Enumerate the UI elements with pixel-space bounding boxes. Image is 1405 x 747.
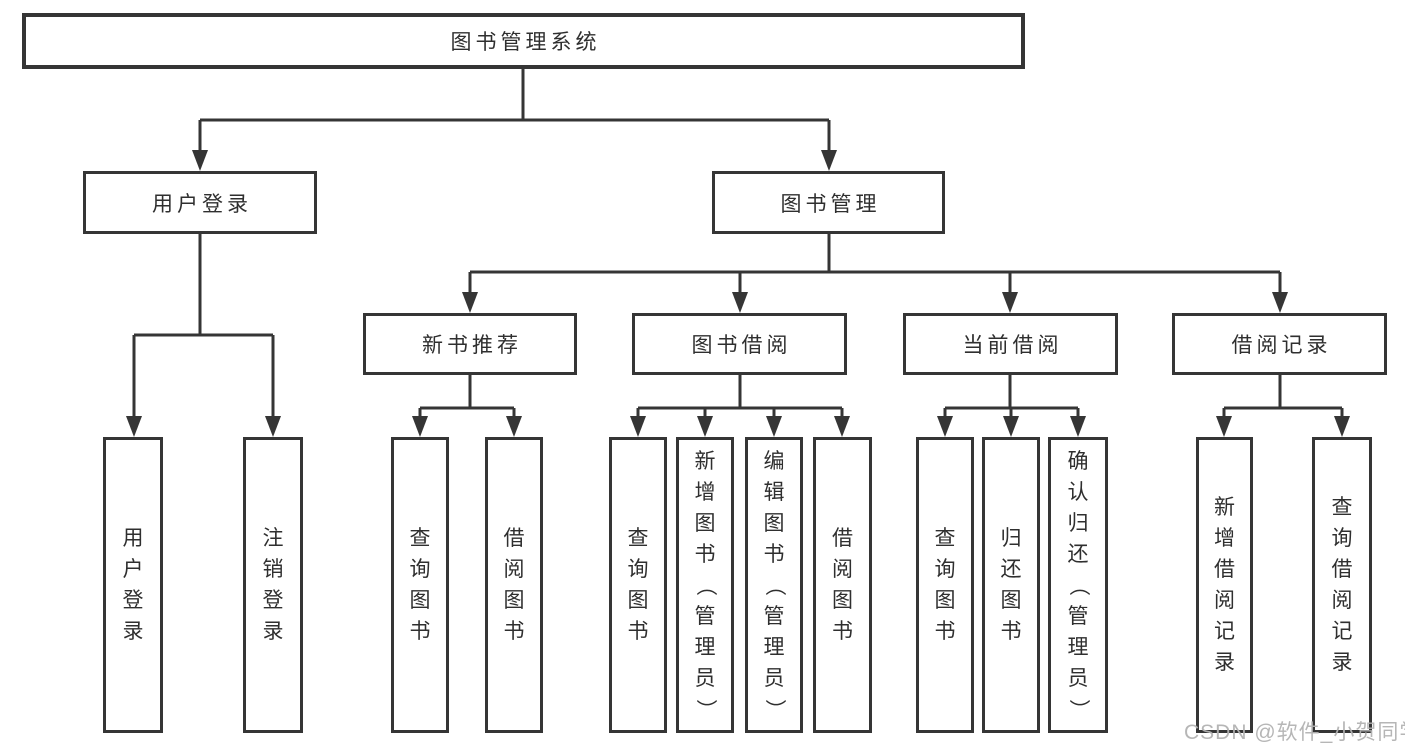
leaf-label: 新增图书（管理员） xyxy=(693,449,717,720)
leaf-label: 编辑图书（管理员） xyxy=(762,449,786,720)
leaf-user-login: 用户登录 xyxy=(103,437,163,733)
node-book-management: 图书管理 xyxy=(712,171,945,234)
node-current-borrow: 当前借阅 xyxy=(903,313,1118,375)
leaf-bb-query-books: 查询图书 xyxy=(609,437,667,733)
leaf-br-add-borrow-record: 新增借阅记录 xyxy=(1196,437,1253,733)
node-label: 当前借阅 xyxy=(962,334,1063,357)
leaf-bb-borrow-books: 借阅图书 xyxy=(813,437,872,733)
leaf-label: 查询图书 xyxy=(934,527,956,643)
leaf-logout: 注销登录 xyxy=(243,437,303,733)
leaf-label: 归还图书 xyxy=(1000,527,1022,643)
leaf-label: 用户登录 xyxy=(122,527,144,643)
leaf-label: 注销登录 xyxy=(262,527,284,643)
node-label: 图书管理 xyxy=(780,192,881,216)
leaf-label: 查询图书 xyxy=(409,527,431,643)
node-label: 图书管理系统 xyxy=(450,31,601,54)
csdn-watermark: CSDN @软件_小贺同学 xyxy=(1184,721,1405,744)
leaf-cb-return-books: 归还图书 xyxy=(982,437,1040,733)
leaf-cb-confirm-return-admin: 确认归还（管理员） xyxy=(1048,437,1108,733)
leaf-label: 查询借阅记录 xyxy=(1331,496,1353,674)
leaf-bb-edit-books-admin: 编辑图书（管理员） xyxy=(745,437,803,733)
node-borrow-records: 借阅记录 xyxy=(1172,313,1387,375)
leaf-label: 查询图书 xyxy=(627,527,649,643)
leaf-nbr-query-books: 查询图书 xyxy=(391,437,449,733)
leaf-br-query-borrow-record: 查询借阅记录 xyxy=(1312,437,1372,733)
node-label: 用户登录 xyxy=(152,192,252,216)
leaf-bb-add-books-admin: 新增图书（管理员） xyxy=(676,437,734,733)
node-label: 图书借阅 xyxy=(691,334,792,357)
leaf-label: 借阅图书 xyxy=(832,527,853,643)
leaf-label: 确认归还（管理员） xyxy=(1066,449,1090,720)
leaf-label: 借阅图书 xyxy=(503,527,525,643)
node-label: 新书推荐 xyxy=(422,334,522,357)
leaf-label: 新增借阅记录 xyxy=(1214,496,1235,674)
leaf-cb-query-books: 查询图书 xyxy=(916,437,974,733)
leaf-nbr-borrow-books: 借阅图书 xyxy=(485,437,543,733)
node-user-login: 用户登录 xyxy=(83,171,317,234)
node-new-book-recommend: 新书推荐 xyxy=(363,313,577,375)
node-book-borrow: 图书借阅 xyxy=(632,313,847,375)
node-library-management-system: 图书管理系统 xyxy=(22,13,1025,69)
node-label: 借阅记录 xyxy=(1231,334,1332,357)
